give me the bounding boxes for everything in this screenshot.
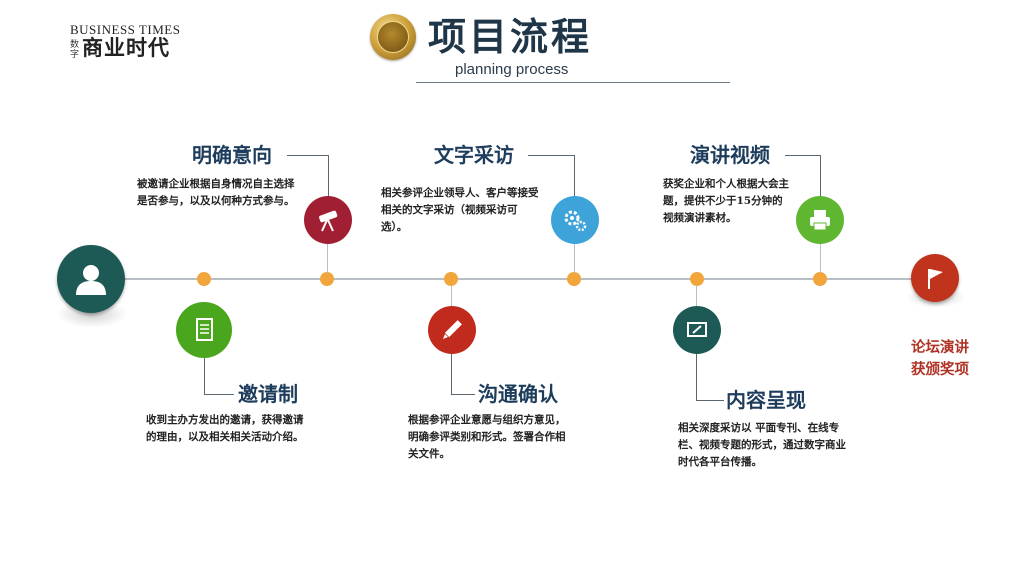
page-subtitle: planning process [455, 61, 569, 78]
step-description: 相关参评企业领导人、客户等接受相关的文字采访（视频采访可选）。 [381, 187, 539, 233]
pencil-icon [428, 306, 476, 354]
connector [574, 243, 575, 273]
connector [204, 358, 205, 394]
printer-icon [796, 196, 844, 244]
final-line-2: 获颁奖项 [911, 361, 969, 378]
timeline-dot [813, 272, 827, 286]
connector [451, 394, 475, 395]
connector [696, 285, 697, 306]
user-icon [57, 245, 125, 313]
timeline-dot [444, 272, 458, 286]
connector [785, 155, 820, 156]
header-divider [416, 82, 730, 83]
gears-icon [551, 196, 599, 244]
step-description: 收到主办方发出的邀请，获得邀请的理由，以及相关相关活动介绍。 [146, 414, 304, 443]
connector [820, 155, 821, 197]
connector [204, 394, 234, 395]
telescope-icon [304, 196, 352, 244]
connector [696, 400, 724, 401]
step-title: 文字采访 [434, 143, 514, 167]
logo-chinese: 商业时代 [82, 35, 170, 60]
step-description: 获奖企业和个人根据大会主题，提供不少于15分钟的视频演讲素材。 [663, 178, 789, 224]
logo: 数字 商业时代 [70, 35, 170, 61]
step-description: 相关深度采访以 平面专刊、在线专栏、视频专题的形式，通过数字商业时代各平台传播。 [678, 422, 846, 468]
connector [451, 354, 452, 394]
screen-icon [673, 306, 721, 354]
step-title: 演讲视频 [690, 143, 770, 167]
step-title: 内容呈现 [726, 388, 806, 412]
flag-icon [911, 254, 959, 302]
connector [528, 155, 574, 156]
step-title: 沟通确认 [478, 382, 558, 406]
step-description: 被邀请企业根据自身情况自主选择是否参与，以及以何种方式参与。 [137, 178, 295, 207]
connector [574, 155, 575, 197]
page-title: 项目流程 [428, 15, 593, 59]
document-icon [176, 302, 232, 358]
final-label: 论坛演讲 获颁奖项 [900, 337, 980, 381]
final-line-1: 论坛演讲 [911, 339, 969, 356]
step-title: 邀请制 [238, 382, 298, 406]
timeline-dot [690, 272, 704, 286]
logo-small-text: 数字 [70, 40, 80, 60]
connector [451, 285, 452, 306]
timeline-line [100, 278, 940, 280]
connector [696, 354, 697, 400]
logo-english: BUSINESS TIMES [70, 22, 181, 37]
step-title: 明确意向 [192, 143, 272, 167]
medal-icon [370, 14, 416, 60]
connector [327, 243, 328, 273]
connector [328, 155, 329, 197]
connector [287, 155, 328, 156]
timeline-dot [197, 272, 211, 286]
connector [820, 243, 821, 273]
timeline-dot [320, 272, 334, 286]
step-description: 根据参评企业意愿与组织方意见，明确参评类别和形式。签署合作相关文件。 [408, 414, 566, 460]
timeline-dot [567, 272, 581, 286]
